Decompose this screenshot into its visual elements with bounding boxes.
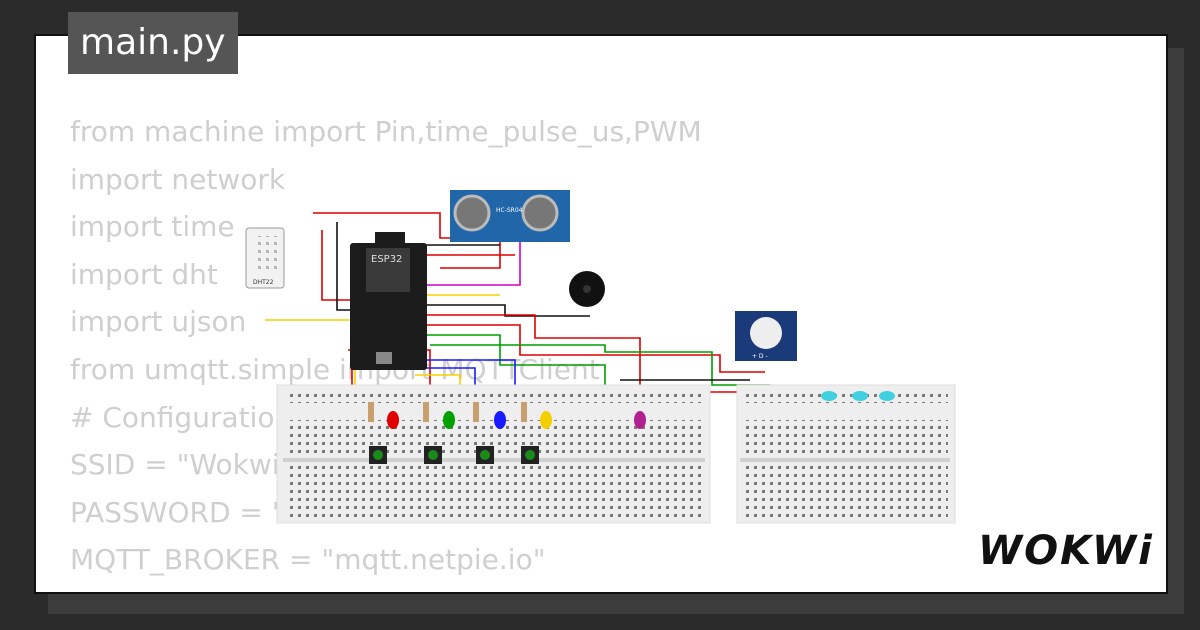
code-line: MQTT_BROKER = "mqtt.netpie.io" xyxy=(70,543,546,577)
preview-card: from machine import Pin,time_pulse_us,PW… xyxy=(34,34,1168,594)
dht22-label: DHT22 xyxy=(253,279,274,286)
breadboard-mini xyxy=(736,384,956,524)
esp32-label: ESP32 xyxy=(371,254,402,265)
leds xyxy=(387,391,895,429)
wokwi-logo: WOKWi xyxy=(978,528,1154,574)
pir-label: + D - xyxy=(752,353,768,360)
code-line: import time xyxy=(70,210,235,244)
code-line: import dht xyxy=(70,257,218,291)
code-line: # Configuration xyxy=(70,400,293,434)
code-line: MQTT_PORT = 1883 xyxy=(70,584,702,592)
pir-sensor: + D - xyxy=(735,311,797,361)
dht22-sensor: DHT22 xyxy=(245,227,285,289)
code-line: import network xyxy=(70,162,286,196)
esp32-board: ESP32 xyxy=(350,232,427,370)
code-line: from machine import Pin,time_pulse_us,PW… xyxy=(70,115,702,148)
resistors xyxy=(368,402,527,422)
hcsr04-label: HC-SR04 xyxy=(496,207,523,214)
file-tab[interactable]: main.py xyxy=(68,12,238,74)
code-preview: from machine import Pin,time_pulse_us,PW… xyxy=(70,108,702,592)
code-line: import ujson xyxy=(70,305,247,339)
ultrasonic-sensor: HC-SR04 xyxy=(450,190,570,242)
push-buttons xyxy=(369,446,539,464)
buzzer xyxy=(569,271,605,307)
